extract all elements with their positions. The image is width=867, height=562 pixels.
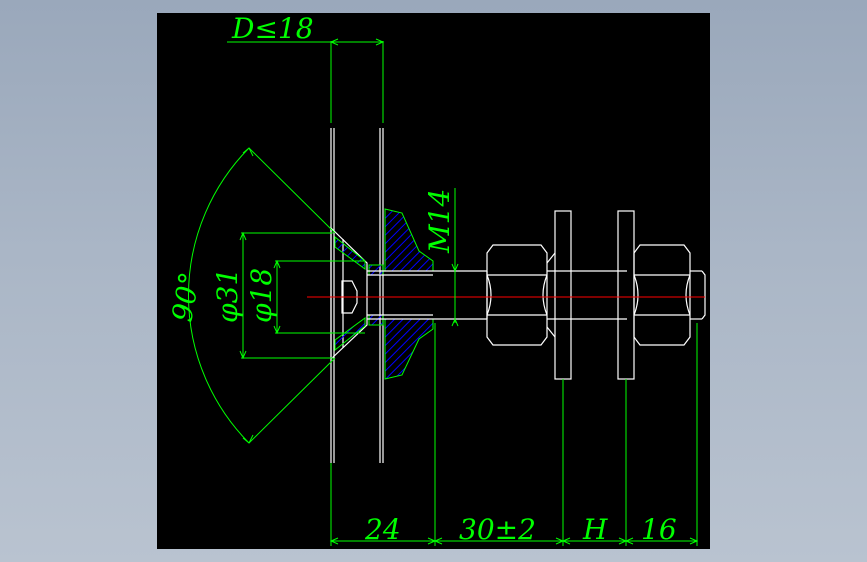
hex-socket: [341, 280, 358, 314]
dim-len-30: 30±2: [459, 513, 536, 546]
dim-angle: 90°: [165, 270, 206, 325]
nut-1: [486, 244, 548, 346]
technical-drawing: D≤18 M14 φ31 φ18 90° 24 30±2 H 16: [165, 13, 706, 546]
washer-plate-1: [546, 210, 572, 380]
bolt-shank: [367, 270, 706, 320]
dim-d-max: D≤18: [231, 13, 314, 45]
washer-plate-2: [617, 210, 635, 380]
dim-len-16: 16: [641, 513, 677, 546]
dim-len-24: 24: [364, 513, 401, 546]
drawing-area[interactable]: D≤18 M14 φ31 φ18 90° 24 30±2 H 16: [157, 13, 710, 549]
hatched-bushing: [334, 208, 434, 380]
dimension-lines: [187, 38, 699, 546]
dim-dia-31: φ31: [211, 268, 244, 323]
dim-thread: M14: [423, 189, 456, 254]
dim-dia-18: φ18: [245, 268, 278, 323]
nut-2: [633, 244, 691, 346]
countersunk-head: [330, 226, 368, 361]
dim-len-h: H: [582, 513, 608, 546]
